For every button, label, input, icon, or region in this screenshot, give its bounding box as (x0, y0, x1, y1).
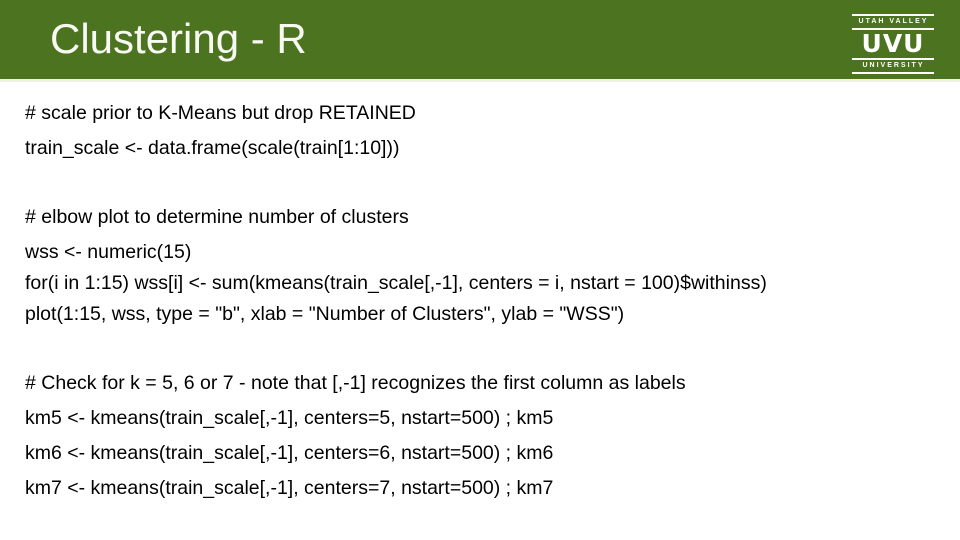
slide-body-content: # scale prior to K-Means but drop RETAIN… (25, 96, 935, 506)
block-spacer (25, 166, 935, 200)
code-line: km7 <- kmeans(train_scale[,-1], centers=… (25, 477, 554, 499)
header-underline-rule (0, 79, 960, 82)
logo-rule-middle-upper (852, 28, 934, 30)
code-line: for(i in 1:15) wss[i] <- sum(kmeans(trai… (25, 272, 767, 294)
code-line: km6 <- kmeans(train_scale[,-1], centers=… (25, 442, 554, 464)
code-line: plot(1:15, wss, type = "b", xlab = "Numb… (25, 303, 625, 325)
code-block-check-k: # Check for k = 5, 6 or 7 - note that [,… (25, 366, 935, 506)
logo-bottom-text: UNIVERSITY (862, 62, 925, 69)
logo-rule-middle-lower (852, 58, 934, 60)
page-title: Clustering - R (50, 15, 307, 62)
code-line: wss <- numeric(15) (25, 241, 192, 263)
code-line: # scale prior to K-Means but drop RETAIN… (25, 102, 416, 124)
logo-wordmark: UVU (861, 29, 925, 58)
slide-header-band (0, 0, 960, 79)
code-line: km5 <- kmeans(train_scale[,-1], centers=… (25, 407, 554, 429)
uvu-university-logo: UTAH VALLEY UVU UNIVERSITY (852, 14, 934, 74)
block-spacer (25, 332, 935, 366)
logo-top-text: UTAH VALLEY (858, 18, 929, 25)
logo-rule-top (852, 14, 934, 16)
code-block-elbow: # elbow plot to determine number of clus… (25, 200, 935, 332)
code-block-scale: # scale prior to K-Means but drop RETAIN… (25, 96, 935, 166)
code-line: train_scale <- data.frame(scale(train[1:… (25, 137, 400, 159)
logo-rule-bottom (852, 72, 934, 74)
code-line: # Check for k = 5, 6 or 7 - note that [,… (25, 372, 686, 394)
code-line: # elbow plot to determine number of clus… (25, 206, 409, 228)
